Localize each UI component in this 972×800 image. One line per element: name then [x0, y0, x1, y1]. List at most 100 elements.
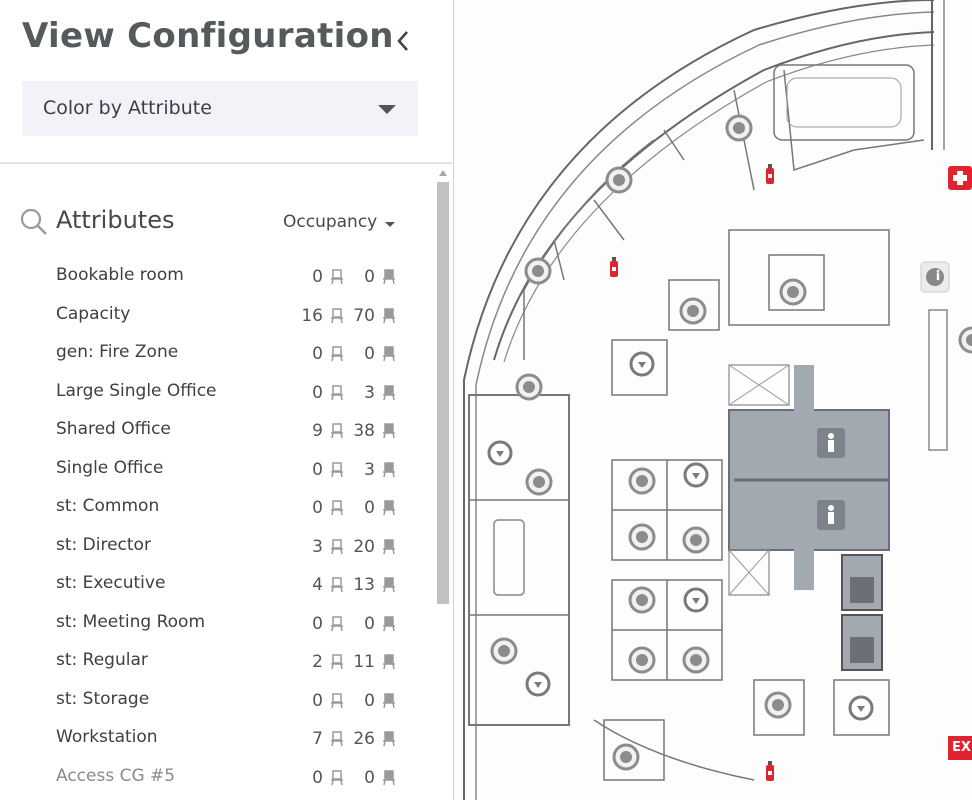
available-seat-icon	[381, 461, 397, 478]
available-count: 0	[364, 690, 375, 711]
info-icon[interactable]: i	[935, 269, 941, 284]
attribute-name: Access CG #5	[56, 765, 176, 786]
floor-plan-svg	[463, 0, 972, 800]
available-seat-icon	[381, 346, 397, 362]
occupied-count: 0	[312, 767, 323, 788]
panel-divider	[0, 162, 452, 164]
available-count: 3	[364, 382, 375, 403]
occupied-count: 3	[312, 536, 323, 557]
attribute-row[interactable]: Large Single Office 0 3	[0, 372, 433, 410]
available-count: 26	[353, 729, 375, 749]
exit-sign: EX	[948, 736, 972, 760]
available-count: 0	[364, 344, 375, 364]
attribute-name: st: Director	[56, 534, 151, 555]
available-count: 13	[353, 575, 375, 595]
attribute-row[interactable]: Capacity 16 70	[0, 295, 433, 333]
available-count: 0	[364, 613, 375, 634]
attribute-row[interactable]: st: Storage 0 0	[0, 680, 433, 718]
available-count: 0	[364, 498, 375, 518]
attribute-row[interactable]: st: Executive 4 13	[0, 564, 433, 602]
occupied-seat-icon	[329, 500, 345, 516]
occupied-count: 9	[312, 421, 323, 441]
occupied-seat-icon	[329, 731, 345, 747]
attributes-heading: Attributes	[56, 206, 175, 234]
occupied-seat-icon	[329, 461, 345, 478]
occupied-count: 0	[312, 344, 323, 364]
occupied-seat-icon	[329, 654, 345, 670]
available-count: 0	[364, 267, 375, 287]
occupied-count: 7	[312, 729, 323, 749]
view-configuration-panel: View Configuration Color by Attribute At…	[0, 0, 454, 800]
scrollbar-thumb[interactable]	[437, 182, 449, 604]
occupied-count: 0	[312, 459, 323, 480]
attribute-name: gen: Fire Zone	[56, 342, 179, 362]
available-seat-icon	[381, 769, 397, 786]
available-seat-icon	[381, 615, 397, 632]
attribute-row[interactable]: Single Office 0 3	[0, 449, 433, 487]
attribute-name: st: Executive	[56, 573, 166, 593]
attribute-name: Workstation	[56, 727, 158, 747]
occupied-seat-icon	[329, 577, 345, 593]
attribute-name: Capacity	[56, 303, 131, 324]
panel-title: View Configuration	[22, 16, 394, 56]
available-seat-icon	[381, 269, 397, 285]
available-seat-icon	[381, 654, 397, 670]
available-count: 70	[353, 305, 375, 326]
attribute-name: Bookable room	[56, 265, 184, 285]
occupied-seat-icon	[329, 269, 345, 285]
dropdown-caret-icon	[378, 105, 396, 114]
occupied-count: 0	[312, 498, 323, 518]
search-icon[interactable]	[19, 207, 49, 237]
occupied-seat-icon	[329, 346, 345, 362]
available-count: 3	[364, 459, 375, 480]
attribute-name: Single Office	[56, 457, 164, 478]
occupied-count: 0	[312, 267, 323, 287]
attribute-name: st: Storage	[56, 688, 150, 709]
attribute-name: Large Single Office	[56, 380, 217, 401]
available-count: 20	[353, 536, 375, 557]
occupied-count: 16	[301, 305, 323, 326]
attribute-row[interactable]: st: Common 0 0	[0, 487, 433, 525]
available-count: 11	[353, 652, 375, 672]
available-seat-icon	[381, 500, 397, 516]
available-count: 38	[353, 421, 375, 441]
occupied-seat-icon	[329, 769, 345, 786]
occupied-count: 2	[312, 652, 323, 672]
attribute-row[interactable]: Shared Office 9 38	[0, 410, 433, 448]
occupancy-caret-icon[interactable]	[385, 222, 395, 227]
attribute-name: st: Meeting Room	[56, 611, 206, 632]
scroll-up-arrow-icon[interactable]	[439, 170, 447, 176]
occupied-count: 4	[312, 575, 323, 595]
occupied-count: 0	[312, 690, 323, 711]
available-seat-icon	[381, 692, 397, 709]
available-seat-icon	[381, 384, 397, 401]
available-seat-icon	[381, 307, 397, 324]
occupied-seat-icon	[329, 692, 345, 709]
available-seat-icon	[381, 538, 397, 555]
occupied-count: 0	[312, 382, 323, 403]
occupied-seat-icon	[329, 307, 345, 324]
occupancy-selector[interactable]: Occupancy	[283, 212, 378, 232]
available-seat-icon	[381, 423, 397, 439]
attribute-name: Shared Office	[56, 419, 171, 439]
occupied-seat-icon	[329, 423, 345, 439]
available-count: 0	[364, 767, 375, 788]
occupied-seat-icon	[329, 615, 345, 632]
attribute-name: st: Common	[56, 496, 160, 516]
color-mode-value: Color by Attribute	[43, 97, 212, 119]
collapse-panel-button[interactable]	[390, 24, 418, 58]
occupied-seat-icon	[329, 538, 345, 555]
attribute-row[interactable]: Access CG #5 0 0	[0, 757, 433, 795]
available-seat-icon	[381, 731, 397, 747]
chevron-left-icon	[397, 31, 408, 51]
attribute-row[interactable]: st: Meeting Room 0 0	[0, 603, 433, 641]
color-mode-dropdown[interactable]: Color by Attribute	[22, 81, 418, 136]
attribute-row[interactable]: Bookable room 0 0	[0, 256, 433, 294]
occupied-count: 0	[312, 613, 323, 634]
attribute-row[interactable]: gen: Fire Zone 0 0	[0, 333, 433, 371]
floor-plan-map[interactable]: i EX	[454, 0, 972, 800]
attribute-row[interactable]: Workstation 7 26	[0, 718, 433, 756]
attribute-row[interactable]: st: Director 3 20	[0, 526, 433, 564]
occupied-seat-icon	[329, 384, 345, 401]
